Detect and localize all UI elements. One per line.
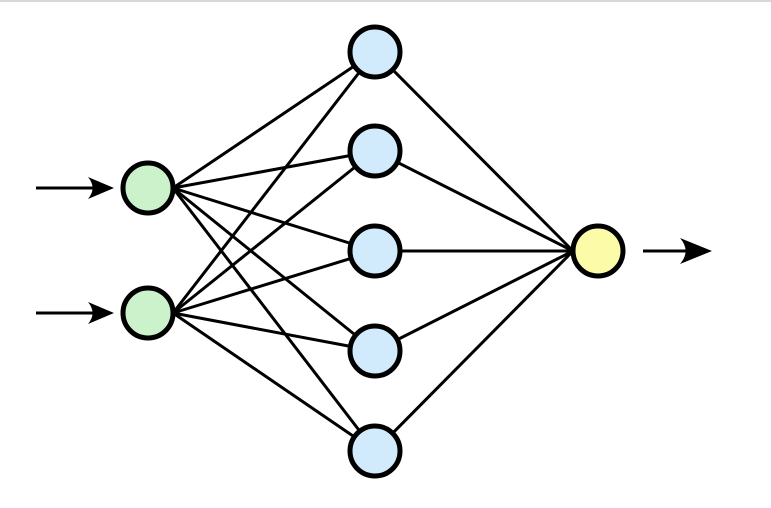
hidden-layer-node-h1 — [347, 24, 403, 80]
hidden-layer-node-h2 — [347, 123, 403, 179]
edge-h4-out1 — [374, 249, 574, 353]
edge-in1-h3 — [172, 186, 376, 253]
edge-in1-h1 — [172, 50, 376, 190]
input-arrow-1-head-icon — [88, 177, 114, 199]
edge-in2-h4 — [172, 311, 376, 353]
edge-in2-h1 — [171, 51, 377, 314]
edge-h2-out1 — [374, 149, 574, 253]
input-layer-node-in2 — [120, 285, 176, 341]
top-border-line — [0, 0, 771, 2]
output-layer-node-out1 — [570, 223, 626, 279]
hidden-layer-node-h5 — [347, 423, 403, 479]
edge-in2-h5 — [172, 311, 376, 453]
edge-in1-h4 — [172, 186, 376, 353]
hidden-layer-node-h3 — [347, 223, 403, 279]
input-layer-node-in1 — [120, 160, 176, 216]
edge-h5-out1 — [373, 249, 575, 453]
edge-in2-h2 — [172, 149, 376, 315]
edge-in1-h2 — [172, 149, 376, 190]
edge-in1-h5 — [171, 187, 377, 452]
hidden-layer-node-h4 — [347, 323, 403, 379]
edge-h1-out1 — [373, 50, 575, 253]
input-arrow-2-head-icon — [88, 302, 114, 324]
edge-in2-h3 — [172, 249, 376, 315]
output-arrow-head-icon — [680, 238, 712, 264]
